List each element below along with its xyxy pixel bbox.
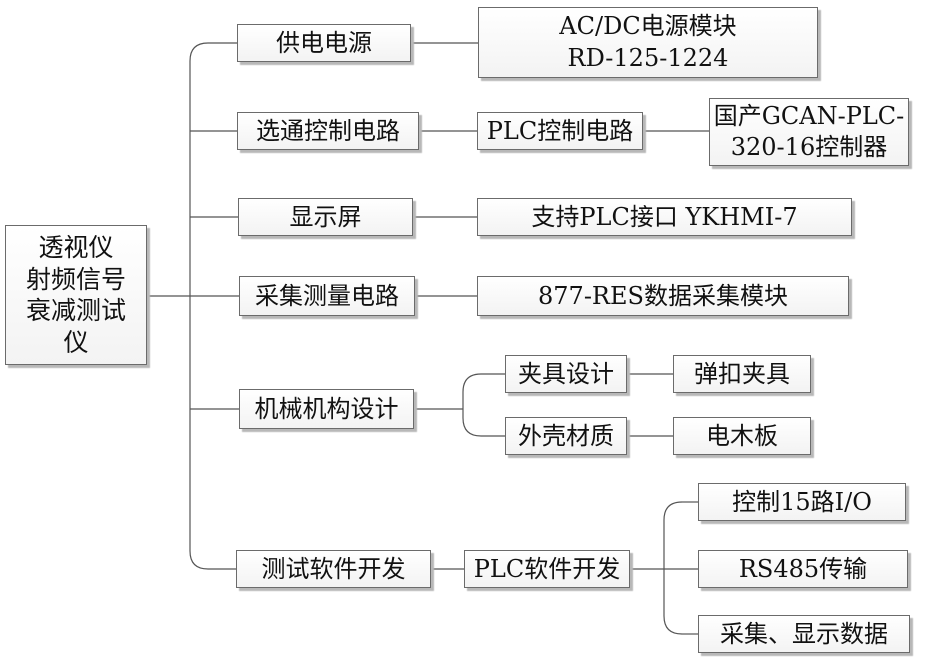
node-label: 采集、显示数据 (720, 619, 888, 648)
node-label: 外壳材质 (518, 421, 614, 450)
node-line: RD-125-1224 (567, 43, 729, 72)
node-label: 选通控制电路 (256, 116, 400, 145)
node-label: 采集测量电路 (255, 281, 399, 310)
node-fixture-design: 夹具设计 (505, 355, 627, 393)
node-label: 弹扣夹具 (694, 359, 790, 388)
node-label: RS485传输 (738, 554, 868, 583)
node-bakelite: 电木板 (673, 417, 811, 455)
node-label: 控制15路I/O (732, 487, 872, 516)
node-software-dev: 测试软件开发 (236, 550, 431, 588)
node-display: 显示屏 (238, 198, 413, 236)
node-label: PLC控制电路 (486, 116, 634, 145)
node-label: 机械机构设计 (254, 394, 399, 423)
root-line: 射频信号 (25, 264, 126, 294)
node-label: 测试软件开发 (261, 554, 406, 583)
node-mechanical: 机械机构设计 (239, 389, 414, 429)
node-line: 320-16控制器 (730, 133, 888, 161)
node-line: 国产GCAN-PLC- (713, 101, 905, 130)
node-snap-fixture: 弹扣夹具 (673, 355, 811, 393)
software-subtrunk (663, 501, 683, 635)
node-shell-material: 外壳材质 (505, 417, 627, 455)
node-plc-control: PLC控制电路 (477, 112, 643, 150)
node-line: AC/DC电源模块 (559, 12, 737, 41)
node-acquisition: 采集测量电路 (239, 276, 415, 316)
root-node: 透视仪 射频信号 衰减测试 仪 (5, 225, 147, 365)
mechanical-subtrunk (462, 373, 482, 437)
root-line: 仪 (63, 327, 89, 357)
node-power-module: AC/DC电源模块 RD-125-1224 (478, 7, 818, 78)
node-label: 877-RES数据采集模块 (538, 281, 788, 310)
node-data-display: 采集、显示数据 (698, 615, 910, 653)
node-select-control: 选通控制电路 (237, 112, 419, 150)
node-rs485: RS485传输 (698, 550, 908, 588)
node-hmi: 支持PLC接口 YKHMI-7 (477, 198, 852, 236)
root-line: 透视仪 (38, 233, 114, 262)
node-plc-software: PLC软件开发 (464, 550, 630, 588)
node-daq-module: 877-RES数据采集模块 (477, 276, 849, 316)
node-power-supply: 供电电源 (237, 24, 411, 62)
node-label: 夹具设计 (518, 359, 614, 388)
node-label: PLC软件开发 (473, 554, 621, 583)
node-label: 电木板 (706, 421, 778, 450)
node-gcan-controller: 国产GCAN-PLC- 320-16控制器 (709, 98, 909, 166)
node-label: 供电电源 (276, 28, 372, 57)
node-io-control: 控制15路I/O (698, 483, 906, 521)
main-trunk (189, 42, 209, 570)
root-line: 衰减测试 (25, 296, 126, 325)
node-label: 支持PLC接口 YKHMI-7 (531, 202, 798, 231)
node-label: 显示屏 (289, 202, 362, 231)
